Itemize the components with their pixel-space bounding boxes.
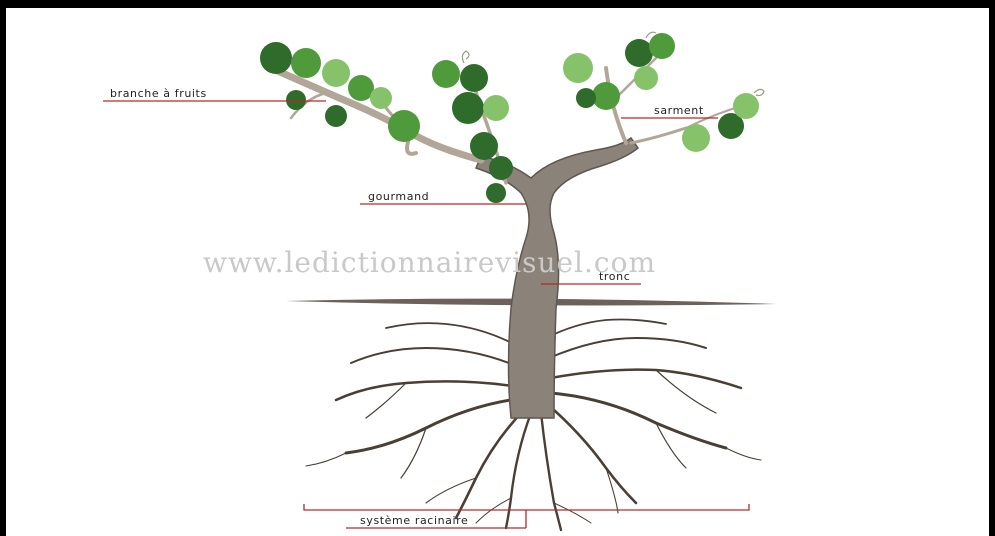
label-sarment: sarment [654, 104, 704, 117]
label-tronc: tronc [599, 270, 630, 283]
diagram-frame: www.ledictionnairevisuel.com branche à f… [6, 8, 989, 536]
label-gourmand: gourmand [368, 190, 429, 203]
label-systeme-racinaire: système racinaire [360, 514, 468, 527]
bracket-racinaire [304, 504, 749, 510]
leader-lines [103, 101, 749, 528]
label-branche-a-fruits: branche à fruits [110, 87, 207, 100]
watermark-text: www.ledictionnairevisuel.com [203, 246, 656, 279]
